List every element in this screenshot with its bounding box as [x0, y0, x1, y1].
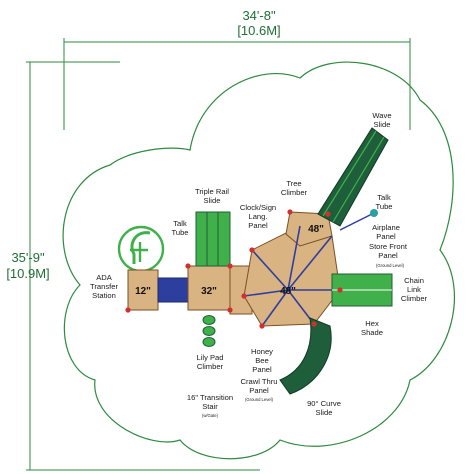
width-feet: 34'-8" — [242, 8, 276, 23]
label-transition-stair-note: (w/Gate) — [202, 413, 219, 418]
curve-slide — [279, 317, 332, 395]
label-transition-stair-line2: Stair — [202, 402, 218, 411]
safety-zone-boundary — [62, 61, 455, 460]
label-lily-pad-line1: Lily Pad — [196, 353, 223, 362]
deck-height-12: 12" — [135, 286, 151, 297]
label-store-front-line1: Store Front — [369, 242, 408, 251]
label-talk-tube-left-line1: Talk — [173, 219, 187, 228]
label-store-front-line2: Panel — [378, 251, 398, 260]
label-honey-bee-line3: Panel — [252, 365, 272, 374]
label-airplane-panel-line1: Airplane — [372, 223, 400, 232]
label-talk-tube-left-line2: Tube — [171, 228, 188, 237]
talk-tube-right — [339, 209, 378, 231]
label-crawl-thru-note: (Ground Level) — [245, 397, 274, 402]
triple-rail-slide — [195, 211, 231, 267]
label-honey-bee-line2: Bee — [255, 356, 269, 365]
width-dimension — [63, 38, 411, 130]
label-lily-pad-line2: Climber — [197, 362, 224, 371]
label-clock-sign-line3: Panel — [248, 221, 268, 230]
label-crawl-thru-line2: Panel — [249, 386, 269, 395]
label-honey-bee-line1: Honey — [251, 347, 273, 356]
label-clock-sign-line1: Clock/Sign — [240, 203, 276, 212]
label-triple-rail-line2: Slide — [204, 196, 221, 205]
label-triple-rail-line1: Triple Rail — [195, 187, 229, 196]
label-wave-slide-line2: Slide — [374, 120, 391, 129]
wave-slide — [317, 127, 389, 227]
label-ada-line2: Transfer — [90, 282, 118, 291]
depth-meters: [10.9M] — [6, 266, 49, 281]
width-meters: [10.6M] — [237, 23, 280, 38]
hex-shade — [243, 225, 340, 327]
label-ada-line1: ADA — [96, 273, 113, 282]
deck-height-48: 48" — [280, 286, 296, 297]
label-tree-climber-line1: Tree — [286, 179, 301, 188]
label-hex-shade-line2: Shade — [361, 328, 383, 337]
deck-platforms — [127, 211, 341, 327]
label-transition-stair-line1: 16" Transition — [187, 393, 233, 402]
depth-feet: 35'-9" — [11, 250, 45, 265]
label-ada-line3: Station — [92, 291, 116, 300]
label-talk-tube-right-line2: Tube — [375, 202, 392, 211]
label-wave-slide-line1: Wave — [372, 111, 391, 120]
label-crawl-thru-line1: Crawl Thru — [241, 377, 278, 386]
lily-pad-climber — [202, 315, 216, 347]
label-chain-link-line2: Link — [407, 285, 421, 294]
label-curve-slide-line1: 90° Curve — [307, 399, 341, 408]
depth-dimension — [26, 61, 260, 471]
label-airplane-panel-line2: Panel — [376, 232, 396, 241]
label-store-front-note: (Ground Level) — [376, 263, 405, 268]
label-talk-tube-right-line1: Talk — [377, 193, 391, 202]
label-tree-climber-line2: Climber — [281, 188, 308, 197]
label-chain-link-line3: Climber — [401, 294, 428, 303]
deck-height-48-upper: 48" — [308, 224, 324, 235]
label-clock-sign-line2: Lang. — [248, 212, 267, 221]
label-curve-slide-line2: Slide — [316, 408, 333, 417]
label-chain-link-line1: Chain — [404, 276, 424, 285]
post-caps — [125, 209, 343, 329]
deck-height-32: 32" — [201, 286, 217, 297]
ada-transfer-station — [117, 225, 165, 273]
label-hex-shade-line1: Hex — [365, 319, 379, 328]
